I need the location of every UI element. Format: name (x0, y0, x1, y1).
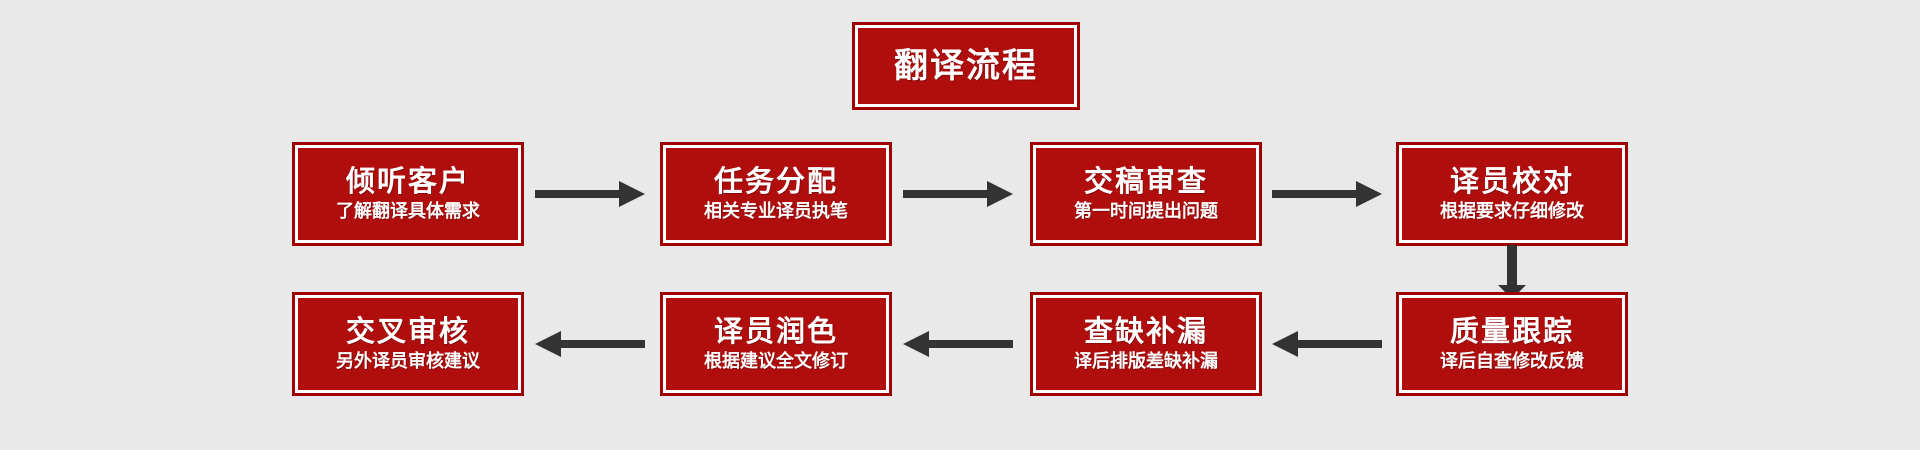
step-7-title: 译员润色 (713, 313, 838, 348)
arrow-right-icon-1 (535, 177, 645, 211)
arrow-down-icon-1 (1495, 245, 1529, 299)
step-6-title: 查缺补漏 (1083, 313, 1208, 348)
flowchart-title-inner: 翻译流程 (858, 28, 1074, 104)
step-box-6-inner: 查缺补漏 译后排版差缺补漏 (1036, 298, 1256, 390)
step-box-7[interactable]: 译员润色 根据建议全文修订 (660, 292, 892, 396)
step-box-1[interactable]: 倾听客户 了解翻译具体需求 (292, 142, 524, 246)
step-box-1-inner: 倾听客户 了解翻译具体需求 (298, 148, 518, 240)
step-4-title: 译员校对 (1449, 163, 1574, 198)
step-box-8-inner: 交叉审核 另外译员审核建议 (298, 298, 518, 390)
step-3-title: 交稿审查 (1083, 163, 1208, 198)
arrow-left-icon-3 (535, 327, 645, 361)
step-box-8[interactable]: 交叉审核 另外译员审核建议 (292, 292, 524, 396)
arrow-left-icon-1 (1272, 327, 1382, 361)
step-4-subtitle: 根据要求仔细修改 (1440, 201, 1584, 223)
flowchart-title-box: 翻译流程 (852, 22, 1080, 110)
arrow-right-icon-3 (1272, 177, 1382, 211)
arrow-right-icon-2 (903, 177, 1013, 211)
step-5-title: 质量跟踪 (1449, 313, 1574, 348)
step-1-title: 倾听客户 (345, 163, 470, 198)
step-box-5-inner: 质量跟踪 译后自查修改反馈 (1402, 298, 1622, 390)
step-box-4-inner: 译员校对 根据要求仔细修改 (1402, 148, 1622, 240)
step-8-subtitle: 另外译员审核建议 (336, 351, 480, 373)
page-title: 翻译流程 (894, 46, 1038, 86)
step-box-3-inner: 交稿审查 第一时间提出问题 (1036, 148, 1256, 240)
step-1-subtitle: 了解翻译具体需求 (336, 201, 480, 223)
step-3-subtitle: 第一时间提出问题 (1074, 201, 1218, 223)
step-box-4[interactable]: 译员校对 根据要求仔细修改 (1396, 142, 1628, 246)
step-box-2-inner: 任务分配 相关专业译员执笔 (666, 148, 886, 240)
step-2-title: 任务分配 (713, 163, 838, 198)
arrow-left-icon-2 (903, 327, 1013, 361)
step-6-subtitle: 译后排版差缺补漏 (1074, 351, 1218, 373)
step-box-2[interactable]: 任务分配 相关专业译员执笔 (660, 142, 892, 246)
step-box-6[interactable]: 查缺补漏 译后排版差缺补漏 (1030, 292, 1262, 396)
step-8-title: 交叉审核 (345, 313, 470, 348)
step-7-subtitle: 根据建议全文修订 (704, 351, 848, 373)
step-box-7-inner: 译员润色 根据建议全文修订 (666, 298, 886, 390)
step-box-5[interactable]: 质量跟踪 译后自查修改反馈 (1396, 292, 1628, 396)
step-box-3[interactable]: 交稿审查 第一时间提出问题 (1030, 142, 1262, 246)
step-5-subtitle: 译后自查修改反馈 (1440, 351, 1584, 373)
step-2-subtitle: 相关专业译员执笔 (704, 201, 848, 223)
